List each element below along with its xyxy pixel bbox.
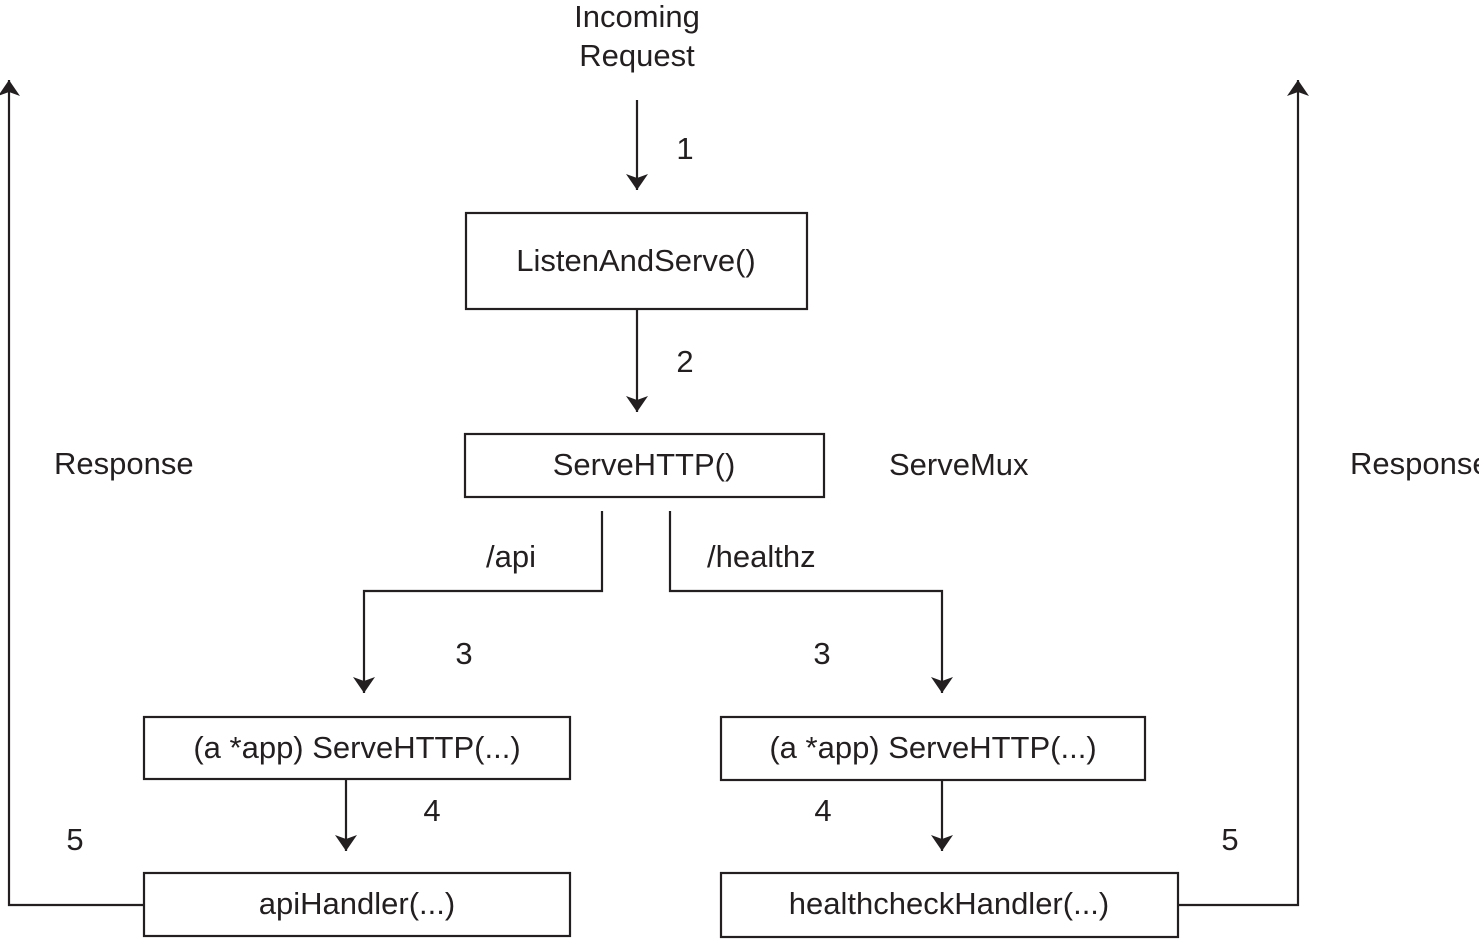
step-label-1: 1 <box>676 131 693 166</box>
app-servehttp-box-left <box>142 715 572 781</box>
api-handler-box <box>142 871 572 938</box>
app-servehttp-label-left: (a *app) ServeHTTP(...) <box>193 730 520 765</box>
app-servehttp-label-right: (a *app) ServeHTTP(...) <box>769 730 1096 765</box>
step-label-5-left: 5 <box>66 822 83 857</box>
incoming-request-label-line2: Request <box>579 38 695 73</box>
step-label-3-right: 3 <box>813 636 830 671</box>
step-label-5-right: 5 <box>1221 822 1238 857</box>
arrow-route-api <box>353 511 604 693</box>
response-label-right: Response <box>1350 446 1479 481</box>
step-label-4-left: 4 <box>423 793 440 828</box>
step-label-2: 2 <box>676 344 693 379</box>
arrow-route-healthz <box>668 511 953 693</box>
servehttp-label: ServeHTTP() <box>553 447 736 482</box>
servemux-label: ServeMux <box>889 447 1029 482</box>
incoming-request-label-line1: Incoming <box>574 0 700 34</box>
app-servehttp-box-right <box>719 715 1147 782</box>
step-label-3-left: 3 <box>455 636 472 671</box>
route-healthz-label: /healthz <box>707 539 816 574</box>
route-api-label: /api <box>486 539 536 574</box>
response-label-left: Response <box>54 446 194 481</box>
arrow-response-left <box>0 80 144 907</box>
api-handler-label: apiHandler(...) <box>259 886 455 921</box>
step-label-4-right: 4 <box>814 793 831 828</box>
servehttp-box <box>463 432 826 499</box>
arrow-response-right <box>1178 80 1309 907</box>
healthcheck-handler-label: healthcheckHandler(...) <box>789 886 1110 921</box>
listen-and-serve-label: ListenAndServe() <box>516 243 756 278</box>
